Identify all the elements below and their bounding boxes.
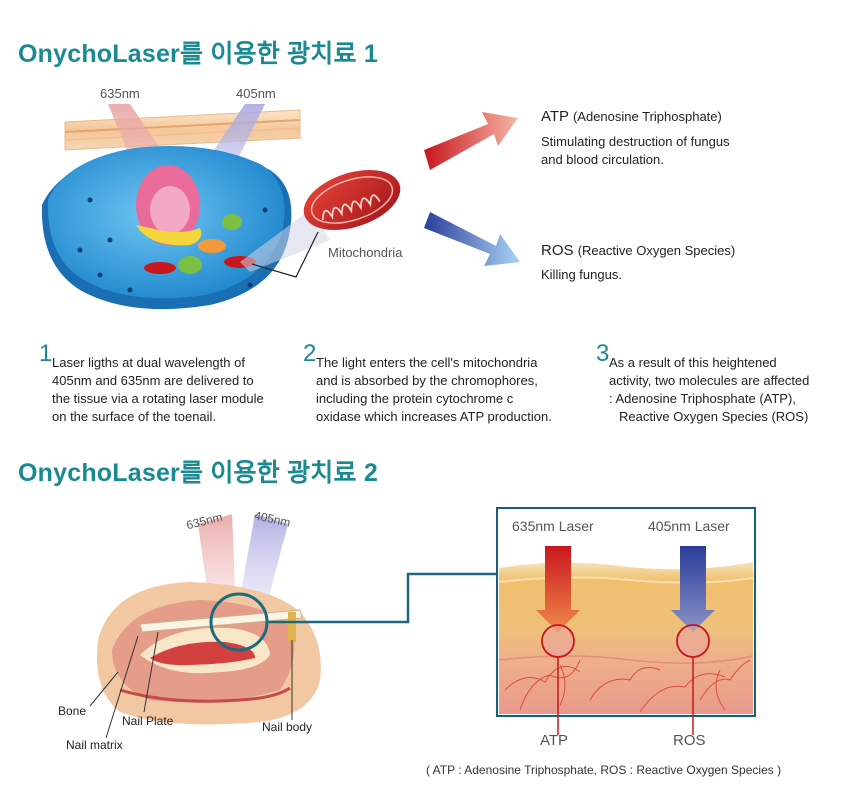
footnote: ( ATP : Adenosine Triphosphate, ROS : Re… [426, 763, 782, 777]
tissue-box [496, 507, 756, 735]
nail-body-label: Nail body [262, 720, 313, 734]
step-2: 2 The light enters the cell's mitochondr… [303, 342, 552, 426]
step-line: including the protein cytochrome c [316, 391, 514, 406]
section1-title: OnychoLaser를 이용한 광치료 1 [18, 40, 378, 68]
step-number: 2 [303, 340, 317, 367]
step-line: Reactive Oxygen Species (ROS) [619, 409, 809, 424]
step-line: As a result of this heightened [609, 355, 777, 370]
mitochondria-label: Mitochondria [328, 245, 403, 260]
step-line: 405nm and 635nm are delivered to [52, 373, 254, 388]
mitochondria-callout [240, 170, 401, 278]
cell-illustration [41, 146, 292, 310]
atp-description-line: Stimulating destruction of fungus [541, 134, 730, 149]
step-line: activity, two molecules are affected [609, 373, 810, 388]
atp-description: Stimulating destruction of fungus and bl… [541, 133, 730, 169]
atp-heading: ATP (Adenosine Triphosphate) [541, 108, 722, 125]
skin-layer [64, 109, 301, 151]
atp-result-label: ATP [540, 732, 569, 749]
atp-heading-abbr: ATP [541, 108, 569, 125]
laser-635-label: 635nm Laser [512, 518, 594, 534]
ros-heading: ROS (Reactive Oxygen Species) [541, 242, 735, 259]
step-number: 3 [596, 340, 610, 367]
step-number: 1 [39, 340, 53, 367]
ros-heading-full: (Reactive Oxygen Species) [577, 243, 736, 258]
step-line: and is absorbed by the chromophores, [316, 373, 538, 388]
toe-label-lines [89, 631, 293, 739]
step-1: 1 Laser ligths at dual wavelength of 405… [39, 342, 264, 426]
ros-heading-abbr: ROS [541, 242, 574, 259]
wavelength-405-label: 405nm [236, 86, 276, 101]
toe-cross-section [96, 572, 496, 725]
step-line: oxidase which increases ATP production. [316, 409, 552, 424]
step-line: Laser ligths at dual wavelength of [52, 355, 245, 370]
ros-description: Killing fungus. [541, 267, 622, 282]
bone-label: Bone [58, 704, 87, 718]
laser-405-label: 405nm Laser [648, 518, 730, 534]
wavelength-635-label: 635nm [100, 86, 140, 101]
nail-plate-label: Nail Plate [122, 714, 174, 728]
ros-result-label: ROS [673, 732, 706, 749]
step-3: 3 As a result of this heightened activit… [596, 342, 810, 426]
atp-description-line: and blood circulation. [541, 152, 664, 167]
section2-title: OnychoLaser를 이용한 광치료 2 [18, 459, 378, 487]
step-line: : Adenosine Triphosphate (ATP), [609, 391, 796, 406]
step-line: on the surface of the toenail. [52, 409, 217, 424]
nail-matrix-label: Nail matrix [66, 738, 123, 752]
arrows-section1 [424, 112, 520, 266]
atp-heading-full: (Adenosine Triphosphate) [572, 109, 722, 124]
step-line: the tissue via a rotating laser module [52, 391, 264, 406]
step-line: The light enters the cell's mitochondria [316, 355, 538, 370]
